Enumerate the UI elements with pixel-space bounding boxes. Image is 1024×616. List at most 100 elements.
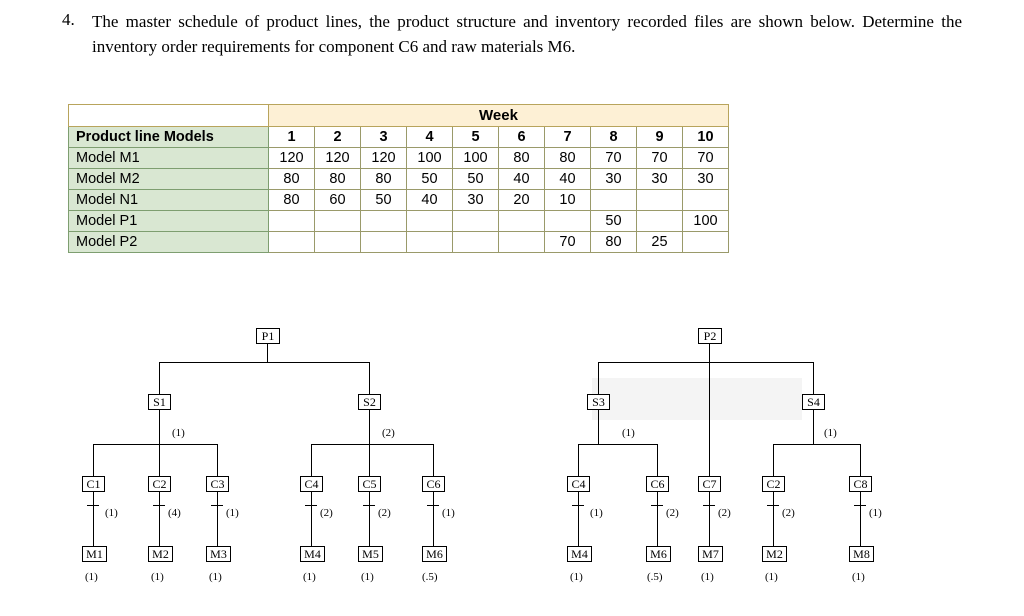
table-corner-cell [68,104,269,127]
cell-p2-w10 [682,231,729,253]
bom-edge [305,505,317,506]
cell-p2-w9: 25 [636,231,683,253]
bom-qty-c6: (1) [442,507,455,519]
week-col-2: 2 [314,126,361,148]
bom-edge [651,505,663,506]
bom-edge [159,444,160,476]
master-schedule-table: Week Product line Models 1 2 3 4 5 6 7 8… [68,104,729,253]
cell-m1-w4: 100 [406,147,453,169]
bom-edge [211,505,223,506]
cell-m2-w1: 80 [268,168,315,190]
bom-edge [578,444,579,476]
bom-qty-m4-right: (1) [570,571,583,583]
cell-p2-w4 [406,231,453,253]
bom-node-s2: S2 [358,394,381,410]
bom-qty-m7: (1) [701,571,714,583]
cell-m1-w1: 120 [268,147,315,169]
bom-edge [153,505,165,506]
row-label-p2: Model P2 [68,231,269,253]
bom-node-c7: C7 [698,476,721,492]
bom-qty-c4: (2) [320,507,333,519]
table-row: Model M1 120 120 120 100 100 80 80 70 70… [68,147,729,169]
table-row: Model N1 80 60 50 40 30 20 10 [68,189,729,211]
bom-node-m6-right: M6 [646,546,671,562]
row-label-m1: Model M1 [68,147,269,169]
bom-qty-c1: (1) [105,507,118,519]
bom-edge [311,444,312,476]
week-col-10: 10 [682,126,729,148]
bom-node-c8: C8 [849,476,872,492]
bom-qty-c3: (1) [226,507,239,519]
bom-edge [813,410,814,444]
bom-node-c2-right: C2 [762,476,785,492]
bom-edge [87,505,99,506]
bom-edge [311,444,433,445]
bom-qty-c5: (2) [378,507,391,519]
table-row: Model P1 50 100 [68,210,729,232]
bom-node-m4-right: M4 [567,546,592,562]
bom-edge [427,505,439,506]
bom-node-p1: P1 [256,328,280,344]
cell-p2-w8: 80 [590,231,637,253]
bom-node-m3: M3 [206,546,231,562]
bom-node-m2: M2 [148,546,173,562]
bom-edge [369,492,370,546]
bom-node-m8: M8 [849,546,874,562]
product-line-models-header: Product line Models [68,126,269,148]
bom-qty-c2-right: (2) [782,507,795,519]
bom-node-c5: C5 [358,476,381,492]
bom-edge [217,492,218,546]
cell-n1-w1: 80 [268,189,315,211]
bom-qty-c7: (2) [718,507,731,519]
bom-edge [267,344,268,362]
bom-node-m7: M7 [698,546,723,562]
cell-p1-w3 [360,210,407,232]
bom-qty-m8: (1) [852,571,865,583]
cell-p2-w6 [498,231,545,253]
cell-p1-w7 [544,210,591,232]
bom-edge [93,444,217,445]
bom-edge [703,505,715,506]
question-text: The master schedule of product lines, th… [92,12,962,56]
bom-edge [93,492,94,546]
bom-node-m1: M1 [82,546,107,562]
bom-edge [572,505,584,506]
bom-node-c4: C4 [300,476,323,492]
table-row: Model P2 70 80 25 [68,231,729,253]
bom-edge [773,444,774,476]
cell-m2-w9: 30 [636,168,683,190]
bom-node-p2: P2 [698,328,722,344]
bom-edge [657,444,658,476]
cell-p2-w2 [314,231,361,253]
bom-qty-s2: (2) [382,427,395,439]
bom-node-s3: S3 [587,394,610,410]
week-header: Week [268,104,729,127]
bom-edge [363,505,375,506]
bom-qty-m1: (1) [85,571,98,583]
week-col-3: 3 [360,126,407,148]
bom-edge [433,444,434,476]
bom-node-s1: S1 [148,394,171,410]
bom-tree-p1: P1 S1 (1) S2 (2) C1 C2 C3 C4 C5 C6 (1) (… [82,328,455,583]
bom-node-m2-right: M2 [762,546,787,562]
bom-edge [773,492,774,546]
bom-qty-s1: (1) [172,427,185,439]
cell-m1-w7: 80 [544,147,591,169]
bom-edge [578,444,658,445]
bom-edge [93,444,94,476]
bom-node-m6: M6 [422,546,447,562]
bom-edge [657,492,658,546]
bom-qty-m3: (1) [209,571,222,583]
cell-m1-w10: 70 [682,147,729,169]
bom-edge [159,362,160,394]
bom-node-c3: C3 [206,476,229,492]
cell-m1-w5: 100 [452,147,499,169]
question-block: 4. The master schedule of product lines,… [62,10,962,59]
cell-m2-w3: 80 [360,168,407,190]
bom-node-m5: M5 [358,546,383,562]
bom-node-m4: M4 [300,546,325,562]
bom-edge [433,492,434,546]
cell-n1-w9 [636,189,683,211]
bom-edge [369,410,370,444]
